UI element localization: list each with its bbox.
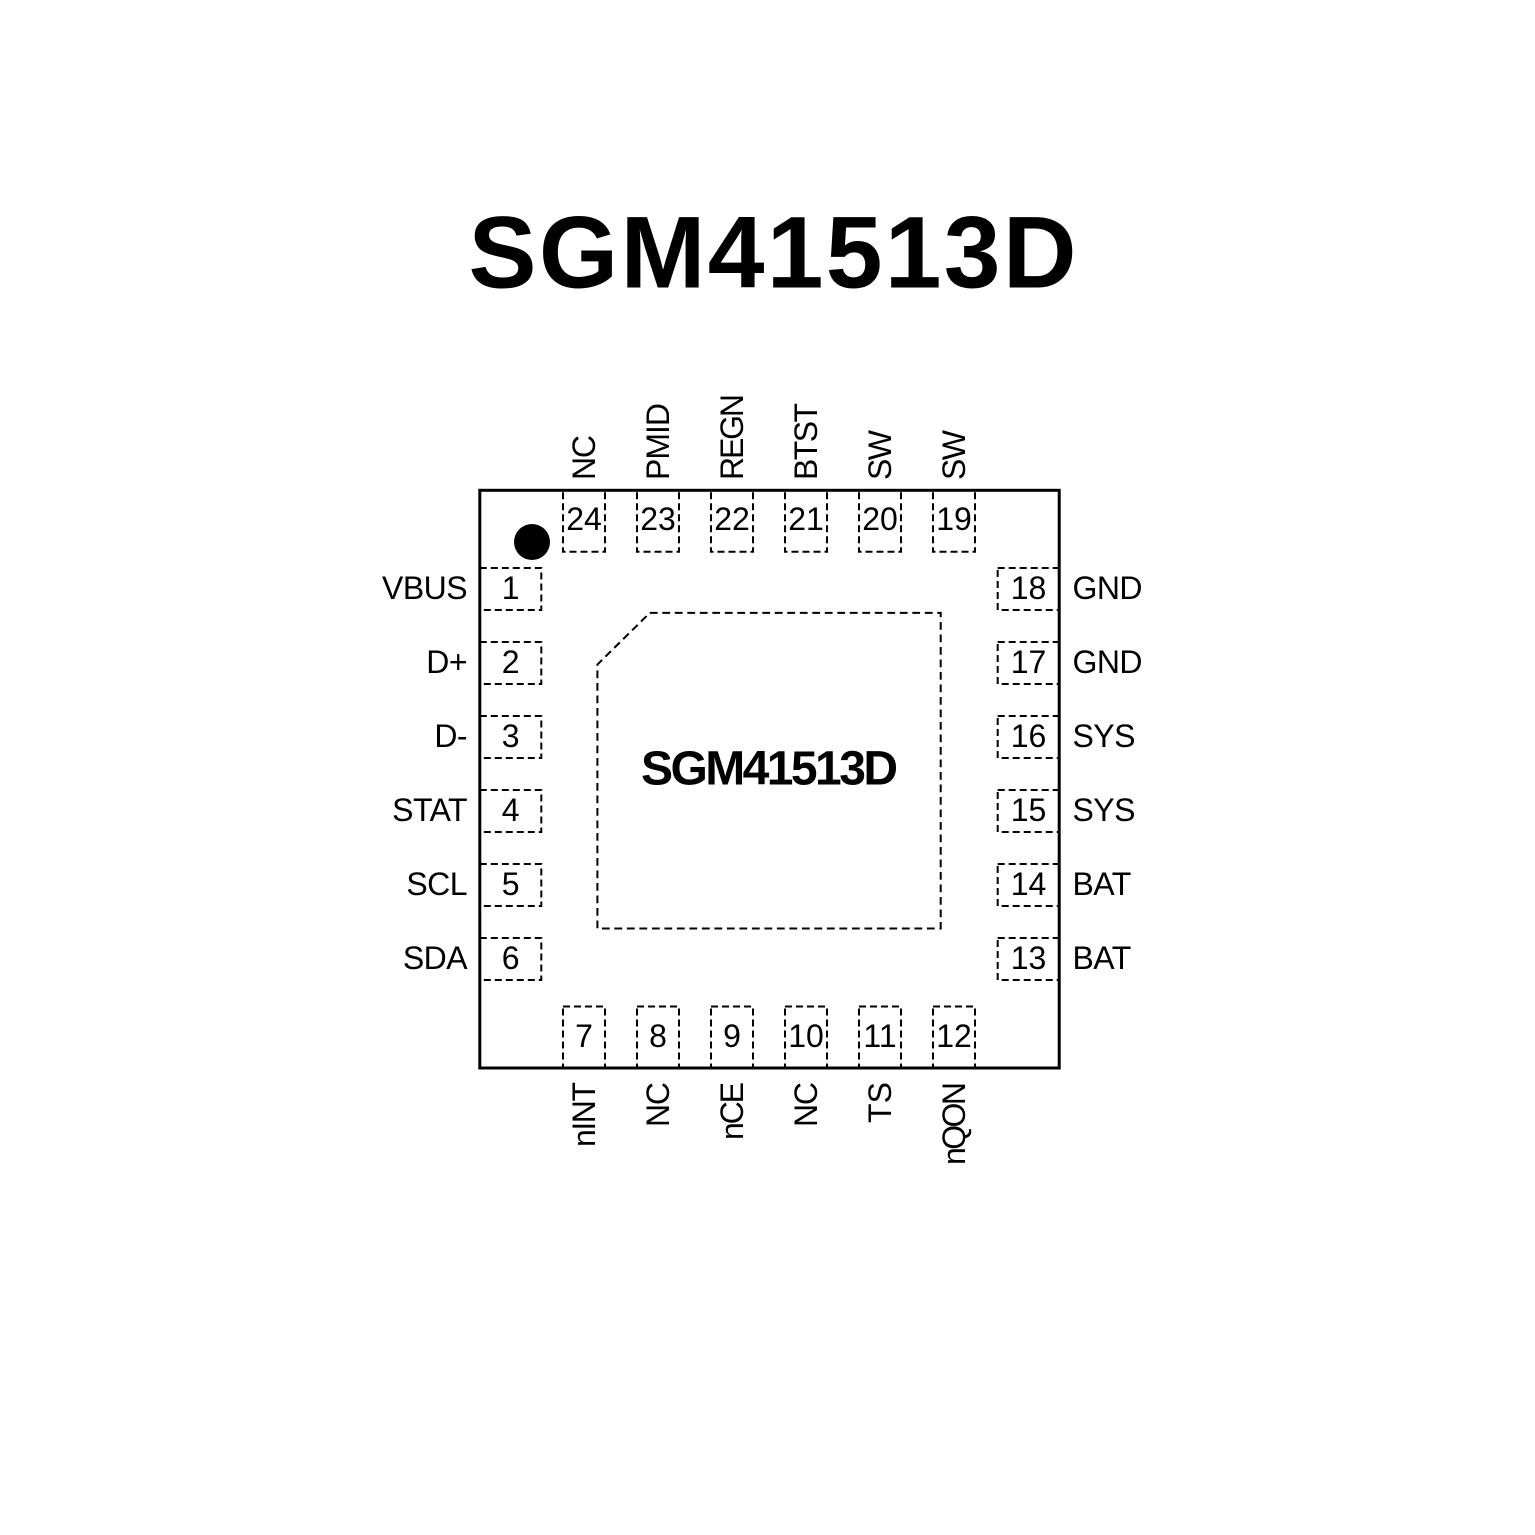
svg-text:23: 23 [640, 501, 676, 537]
svg-text:8: 8 [649, 1018, 667, 1054]
svg-text:BAT: BAT [1073, 940, 1131, 976]
svg-text:TS: TS [862, 1082, 898, 1123]
svg-text:22: 22 [714, 501, 750, 537]
svg-text:19: 19 [936, 501, 972, 537]
svg-text:NC: NC [640, 1082, 676, 1127]
svg-text:D+: D+ [426, 644, 467, 680]
svg-text:24: 24 [566, 501, 602, 537]
svg-text:PMID: PMID [640, 403, 676, 480]
svg-text:12: 12 [936, 1018, 972, 1054]
svg-text:16: 16 [1011, 718, 1047, 754]
svg-text:13: 13 [1011, 940, 1047, 976]
svg-text:3: 3 [502, 718, 520, 754]
svg-text:20: 20 [862, 501, 898, 537]
svg-text:STAT: STAT [392, 792, 467, 828]
svg-text:11: 11 [863, 1018, 896, 1054]
svg-text:SYS: SYS [1073, 718, 1135, 754]
svg-text:17: 17 [1011, 644, 1047, 680]
svg-text:NC: NC [788, 1082, 824, 1127]
svg-text:18: 18 [1011, 570, 1047, 606]
svg-text:VBUS: VBUS [382, 570, 467, 606]
svg-text:D-: D- [434, 718, 467, 754]
svg-text:BAT: BAT [1073, 866, 1131, 902]
svg-text:SCL: SCL [406, 866, 467, 902]
svg-text:2: 2 [502, 644, 520, 680]
svg-text:SDA: SDA [403, 940, 468, 976]
svg-text:6: 6 [502, 940, 520, 976]
svg-text:REGN: REGN [714, 394, 750, 480]
svg-text:GND: GND [1073, 570, 1142, 606]
svg-text:SGM41513D: SGM41513D [469, 196, 1077, 310]
svg-text:nQON: nQON [936, 1082, 972, 1165]
svg-text:7: 7 [575, 1018, 593, 1054]
svg-text:5: 5 [502, 866, 520, 902]
svg-text:1: 1 [502, 570, 520, 606]
svg-text:15: 15 [1011, 792, 1047, 828]
svg-text:SW: SW [936, 429, 972, 480]
svg-text:nINT: nINT [566, 1082, 602, 1147]
svg-text:SYS: SYS [1073, 792, 1135, 828]
svg-text:SGM41513D: SGM41513D [641, 743, 898, 796]
svg-text:SW: SW [862, 429, 898, 480]
svg-text:nCE: nCE [714, 1082, 750, 1140]
svg-text:14: 14 [1011, 866, 1047, 902]
svg-text:GND: GND [1073, 644, 1142, 680]
svg-text:10: 10 [788, 1018, 824, 1054]
svg-text:NC: NC [566, 435, 602, 480]
svg-text:9: 9 [723, 1018, 741, 1054]
svg-text:21: 21 [788, 501, 824, 537]
svg-text:BTST: BTST [788, 403, 824, 480]
svg-text:4: 4 [502, 792, 520, 828]
